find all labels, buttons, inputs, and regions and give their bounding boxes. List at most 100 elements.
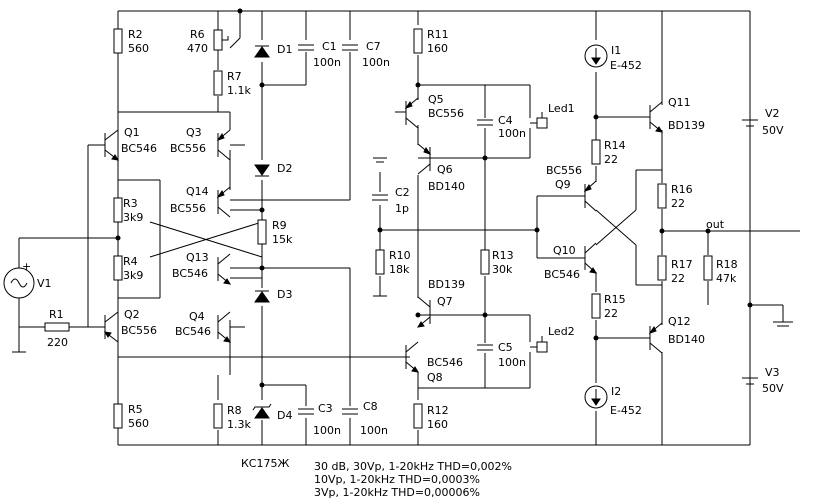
- label-q3-value: BC556: [170, 142, 206, 155]
- supplies: [742, 119, 758, 385]
- label-q8-id: Q8: [427, 371, 443, 384]
- label-q14-id: Q14: [186, 185, 209, 198]
- label-r3-id: R3: [123, 197, 138, 210]
- label-r3-value: 3k9: [123, 211, 143, 224]
- resistor-r17: [657, 255, 667, 281]
- capacitor-c1: [298, 44, 314, 51]
- transistor-q11: [649, 101, 663, 133]
- svg-text:+: +: [22, 260, 31, 273]
- label-q6-id: Q6: [437, 163, 453, 176]
- label-c8-id: C8: [363, 400, 378, 413]
- label-i2-value: E-452: [610, 404, 642, 417]
- label-v2-value: 50V: [762, 124, 784, 137]
- label-r8-value: 1.3k: [227, 418, 251, 431]
- resistor-r11: [413, 28, 423, 54]
- label-q9-id: Q9: [555, 178, 571, 191]
- label-d3: D3: [277, 288, 292, 301]
- transistor-q5: [395, 97, 419, 129]
- label-q7-value: BD139: [428, 278, 465, 291]
- label-q5-value: BC556: [428, 107, 464, 120]
- capacitor-c2: [372, 194, 388, 201]
- diode-d1: [254, 45, 270, 58]
- transistor-q7: [417, 296, 431, 328]
- capacitors: [298, 44, 493, 415]
- label-c3-value: 100n: [313, 424, 341, 437]
- spec-notes: 30 dB, 30Vp, 1-20kHz THD=0,002% 10Vp, 1-…: [314, 460, 512, 499]
- label-v1: V1: [37, 277, 52, 290]
- label-r14-value: 22: [604, 153, 618, 166]
- capacitor-c8: [342, 408, 358, 415]
- transistor-q8: [405, 341, 419, 373]
- label-r11-id: R11: [427, 28, 449, 41]
- resistor-r16: [657, 183, 667, 209]
- label-q5-id: Q5: [428, 93, 444, 106]
- label-r2-value: 560: [128, 42, 149, 55]
- diodes: [252, 45, 272, 419]
- label-i1-value: E-452: [610, 59, 642, 72]
- resistor-r8: [213, 403, 223, 429]
- label-r4-value: 3k9: [123, 269, 143, 282]
- label-led1: Led1: [548, 102, 575, 115]
- wires: [18, 10, 800, 446]
- label-r1-id: R1: [49, 308, 64, 321]
- label-c7-id: C7: [366, 40, 381, 53]
- junction-dots: [115, 8, 753, 388]
- label-c2-value: 1p: [395, 202, 409, 215]
- transistor-q3: [216, 129, 245, 161]
- label-c2-id: C2: [395, 186, 410, 199]
- label-r16-value: 22: [671, 197, 685, 210]
- label-r15-value: 22: [604, 307, 618, 320]
- current-source-i1: [584, 44, 608, 68]
- label-q12-value: BD140: [668, 333, 705, 346]
- diode-d2: [254, 164, 270, 177]
- label-q11-id: Q11: [668, 96, 691, 109]
- capacitor-c5: [477, 344, 493, 351]
- label-q4-value: BC546: [175, 325, 211, 338]
- resistor-r1: [44, 322, 70, 332]
- resistors: [44, 28, 713, 429]
- label-r6-value: 470: [187, 42, 208, 55]
- current-source-i2: [584, 385, 608, 409]
- resistor-r14: [591, 139, 601, 165]
- resistor-r15: [591, 293, 601, 319]
- label-c7-value: 100n: [362, 56, 390, 69]
- label-r9-id: R9: [272, 219, 287, 232]
- label-r1-value: 220: [47, 336, 68, 349]
- transistor-q9: [583, 180, 597, 212]
- label-r2-id: R2: [128, 28, 143, 41]
- battery-v3: [742, 377, 758, 385]
- resistor-r3: [113, 197, 123, 223]
- label-r6-id: R6: [190, 28, 205, 41]
- led-led2: [536, 336, 548, 353]
- label-r17-id: R17: [671, 258, 693, 271]
- label-q13-value: BC546: [172, 267, 208, 280]
- label-r16-id: R16: [671, 183, 693, 196]
- resistor-r13: [480, 249, 490, 275]
- label-q14-value: BC556: [170, 202, 206, 215]
- label-r4-id: R4: [123, 255, 138, 268]
- battery-v2: [742, 119, 758, 127]
- label-q8-value: BC546: [427, 356, 463, 369]
- signal-source-v1: +: [3, 260, 35, 299]
- ground-output: [773, 321, 793, 327]
- label-r9-value: 15k: [272, 233, 293, 246]
- ground-c2: [373, 157, 387, 163]
- label-v3-value: 50V: [762, 382, 784, 395]
- label-v3-id: V3: [765, 366, 780, 379]
- resistor-r9: [257, 219, 267, 245]
- spec-line-1: 30 dB, 30Vp, 1-20kHz THD=0,002%: [314, 460, 512, 473]
- resistor-r4: [113, 255, 123, 281]
- label-r13-value: 30k: [492, 263, 513, 276]
- label-led2: Led2: [548, 325, 575, 338]
- label-r13-id: R13: [492, 249, 514, 262]
- transistors: [104, 97, 663, 373]
- resistor-r10: [375, 249, 385, 275]
- label-c3-id: C3: [318, 402, 333, 415]
- leds: [530, 112, 548, 353]
- spec-line-2: 10Vp, 1-20kHz THD=0,0003%: [314, 473, 480, 486]
- label-r5-id: R5: [128, 403, 143, 416]
- label-r11-value: 160: [427, 42, 448, 55]
- resistor-r7: [213, 70, 223, 96]
- label-d4: D4: [277, 409, 292, 422]
